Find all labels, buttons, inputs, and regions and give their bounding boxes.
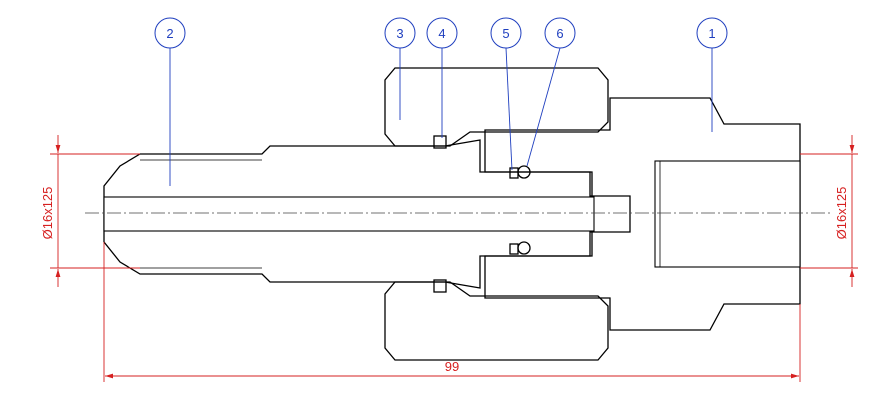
part-3-nut-upper xyxy=(384,67,609,147)
thread-dimension-right: Ø16x125 xyxy=(800,135,858,287)
balloon-6: 6 xyxy=(526,17,576,167)
balloon-3: 3 xyxy=(384,17,416,120)
length-dimension: 99 xyxy=(103,242,801,382)
balloon-2: 2 xyxy=(154,17,186,186)
svg-text:5: 5 xyxy=(502,26,509,41)
balloon-4: 4 xyxy=(426,17,458,138)
length-dimension-value: 99 xyxy=(445,359,459,374)
balloon-5: 5 xyxy=(490,17,522,171)
part-2-tube xyxy=(103,139,595,289)
thread-dimension-left: Ø16x125 xyxy=(40,135,140,287)
part-1-body xyxy=(484,97,801,331)
svg-text:6: 6 xyxy=(556,26,563,41)
svg-text:4: 4 xyxy=(438,26,445,41)
svg-text:3: 3 xyxy=(396,26,403,41)
part-3-nut-lower xyxy=(384,281,609,361)
svg-text:1: 1 xyxy=(708,26,715,41)
part-6-o-ring xyxy=(517,165,531,255)
thread-dimension-right-value: Ø16x125 xyxy=(834,187,849,240)
thread-dimension-left-value: Ø16x125 xyxy=(40,187,55,240)
balloon-1: 1 xyxy=(696,17,728,132)
part-4-ring xyxy=(433,135,447,293)
svg-text:2: 2 xyxy=(166,26,173,41)
